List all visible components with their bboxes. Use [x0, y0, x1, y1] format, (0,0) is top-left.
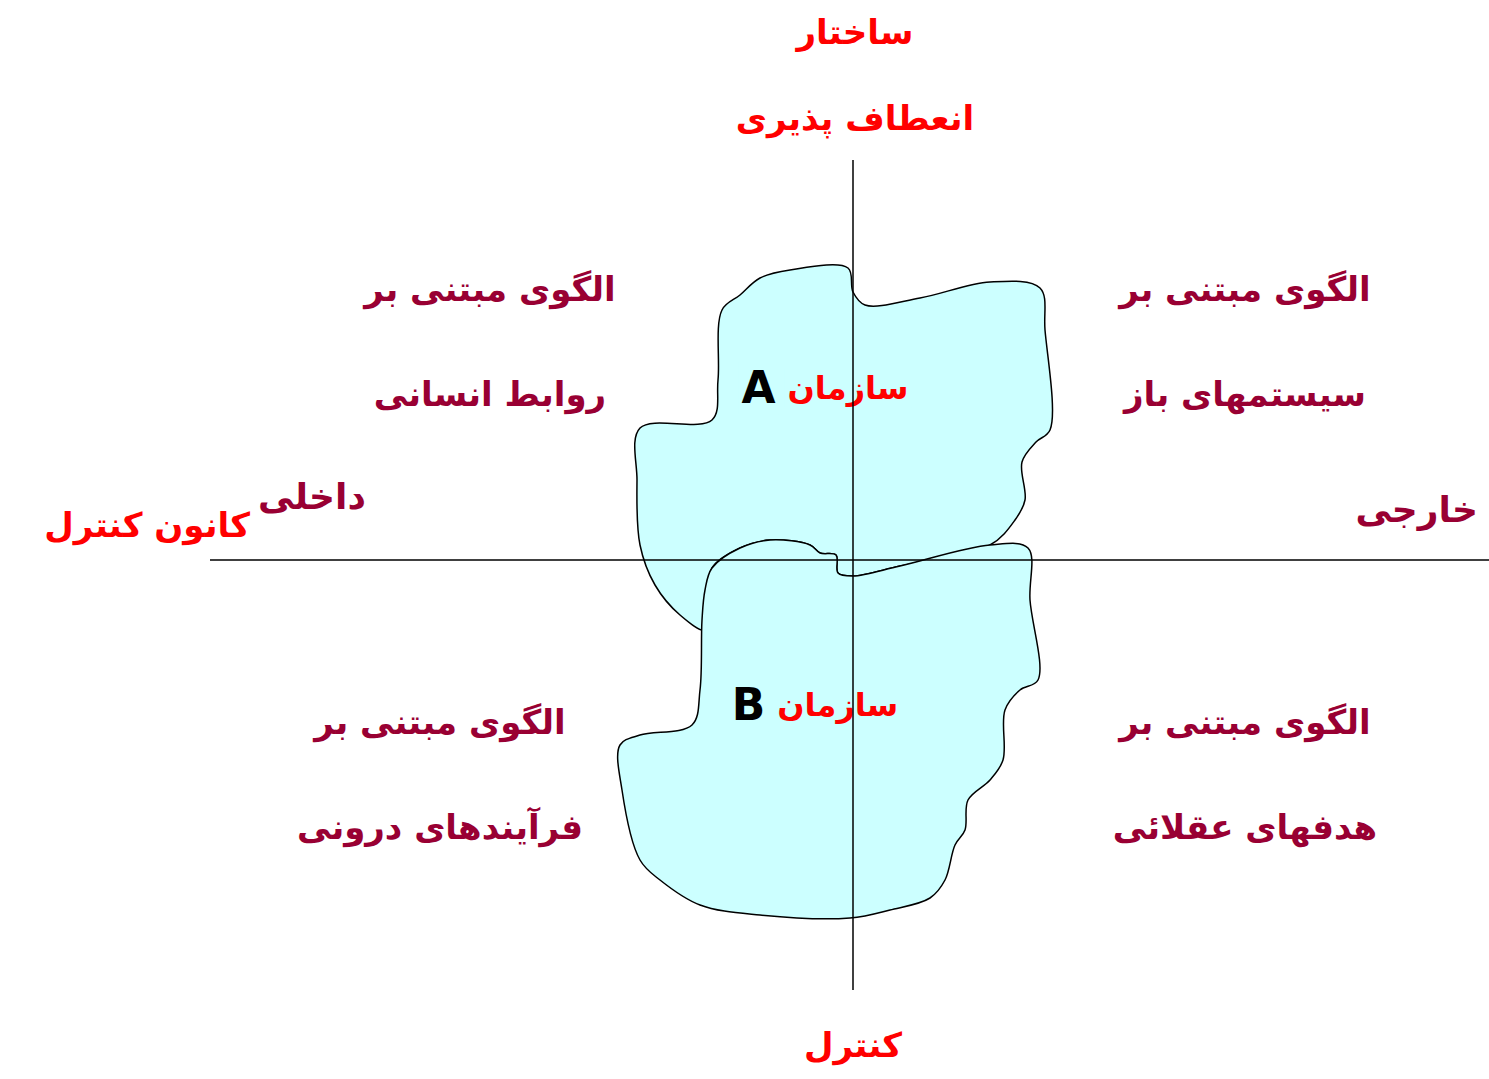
- quadrant-label: الگوی مبتنی بر روابط انسانی: [290, 237, 690, 447]
- axis-pole: انعطاف پذیری: [736, 98, 974, 139]
- org-letter: B: [729, 679, 769, 732]
- quadrant-label: الگوی مبتنی بر هدفهای عقلائی: [1045, 670, 1445, 880]
- region-shape: [618, 540, 1040, 919]
- org-name: سازمان: [785, 369, 912, 407]
- region-title: سازمانB: [729, 679, 902, 732]
- axis-title: کانون کنترل: [44, 505, 250, 546]
- axis-pole: خارجی: [1355, 488, 1478, 531]
- org-letter: A: [738, 362, 778, 415]
- quadrant-label: الگوی مبتنی بر فرآیندهای درونی: [240, 670, 640, 880]
- org-name: سازمان: [774, 686, 901, 724]
- vertical-axis: [852, 160, 854, 990]
- axis-pole: داخلی: [258, 475, 366, 518]
- region-outline: [614, 536, 1046, 924]
- quadrant-label: الگوی مبتنی بر سیستمهای باز: [1045, 237, 1445, 447]
- organization-region: سازمانB: [614, 536, 1046, 924]
- axis-title: ساختار: [797, 12, 914, 53]
- horizontal-axis: [210, 559, 1489, 561]
- region-title: سازمانA: [738, 362, 911, 415]
- axis-pole: کنترل: [804, 1025, 902, 1066]
